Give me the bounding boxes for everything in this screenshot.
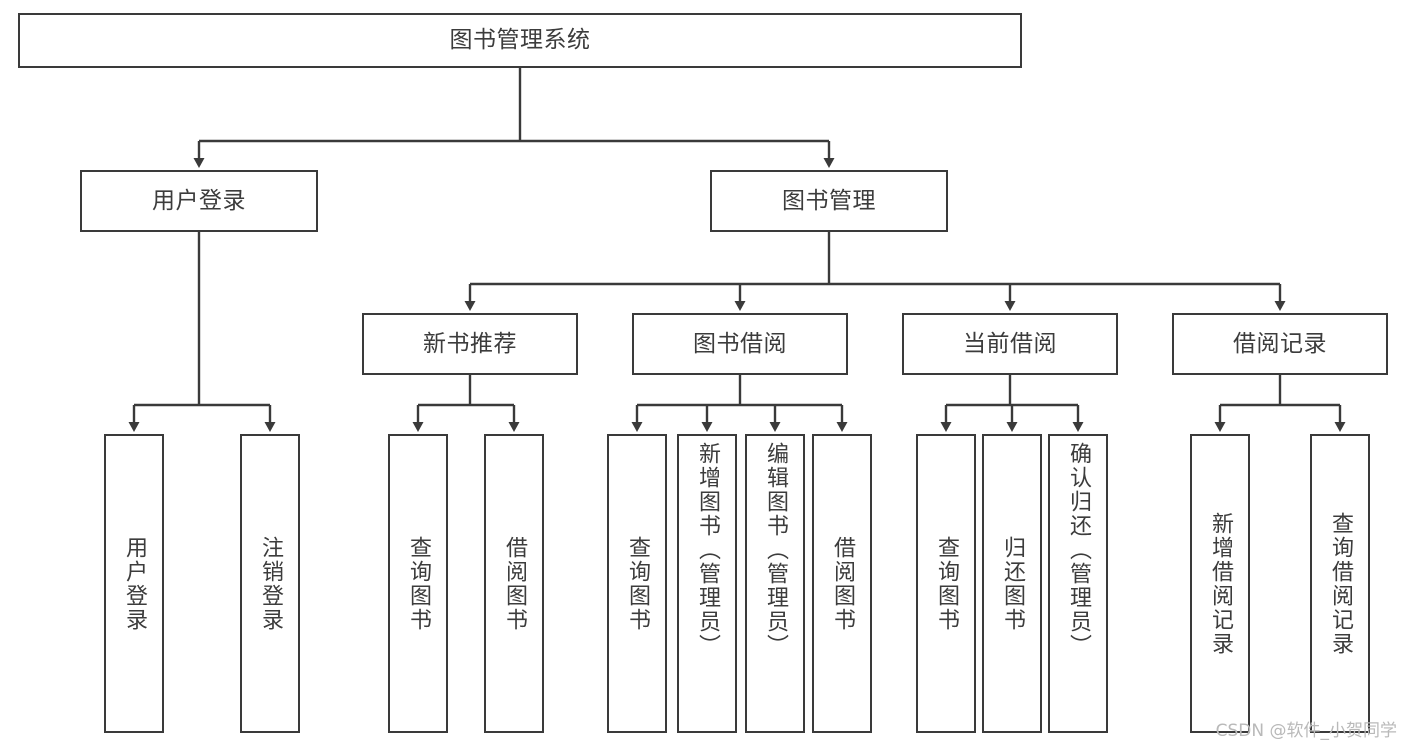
node-label: 查询图书 [405, 535, 431, 632]
node-label: 当前借阅 [963, 330, 1057, 357]
node-label: 新增借阅记录 [1207, 511, 1233, 656]
leaf-query-record[interactable]: 查询借阅记录 [1310, 434, 1370, 733]
node-label: 图书借阅 [693, 330, 787, 357]
node-current-borrow[interactable]: 当前借阅 [902, 313, 1118, 375]
node-label: 新增图书（管理员） [694, 442, 720, 658]
node-borrow-record[interactable]: 借阅记录 [1172, 313, 1388, 375]
node-label: 借阅图书 [501, 535, 527, 632]
node-label: 图书管理系统 [449, 27, 591, 54]
node-label: 归还图书 [999, 535, 1025, 632]
node-label: 用户登录 [152, 187, 246, 214]
leaf-borrow-book-1[interactable]: 借阅图书 [484, 434, 544, 733]
node-label: 用户登录 [121, 535, 147, 632]
leaf-user-login[interactable]: 用户登录 [104, 434, 164, 733]
node-new-book-recommend[interactable]: 新书推荐 [362, 313, 578, 375]
node-user-login[interactable]: 用户登录 [80, 170, 318, 232]
node-label: 借阅图书 [829, 535, 855, 632]
node-label: 确认归还（管理员） [1065, 442, 1091, 658]
leaf-logout-login[interactable]: 注销登录 [240, 434, 300, 733]
node-label: 查询借阅记录 [1327, 511, 1353, 656]
node-book-manage[interactable]: 图书管理 [710, 170, 948, 232]
node-label: 新书推荐 [423, 330, 517, 357]
node-root[interactable]: 图书管理系统 [18, 13, 1022, 68]
node-book-borrow[interactable]: 图书借阅 [632, 313, 848, 375]
leaf-edit-book[interactable]: 编辑图书（管理员） [745, 434, 805, 733]
node-label: 注销登录 [257, 535, 283, 632]
leaf-query-book-3[interactable]: 查询图书 [916, 434, 976, 733]
leaf-query-book-1[interactable]: 查询图书 [388, 434, 448, 733]
leaf-add-book[interactable]: 新增图书（管理员） [677, 434, 737, 733]
node-label: 借阅记录 [1233, 330, 1327, 357]
leaf-add-record[interactable]: 新增借阅记录 [1190, 434, 1250, 733]
node-label: 查询图书 [933, 535, 959, 632]
leaf-borrow-book-2[interactable]: 借阅图书 [812, 434, 872, 733]
node-label: 图书管理 [782, 187, 876, 214]
csdn-watermark: CSDN @软件_小贺同学 [1215, 721, 1397, 741]
node-label: 查询图书 [624, 535, 650, 632]
node-label: 编辑图书（管理员） [762, 442, 788, 658]
leaf-return-book[interactable]: 归还图书 [982, 434, 1042, 733]
leaf-query-book-2[interactable]: 查询图书 [607, 434, 667, 733]
leaf-confirm-return[interactable]: 确认归还（管理员） [1048, 434, 1108, 733]
